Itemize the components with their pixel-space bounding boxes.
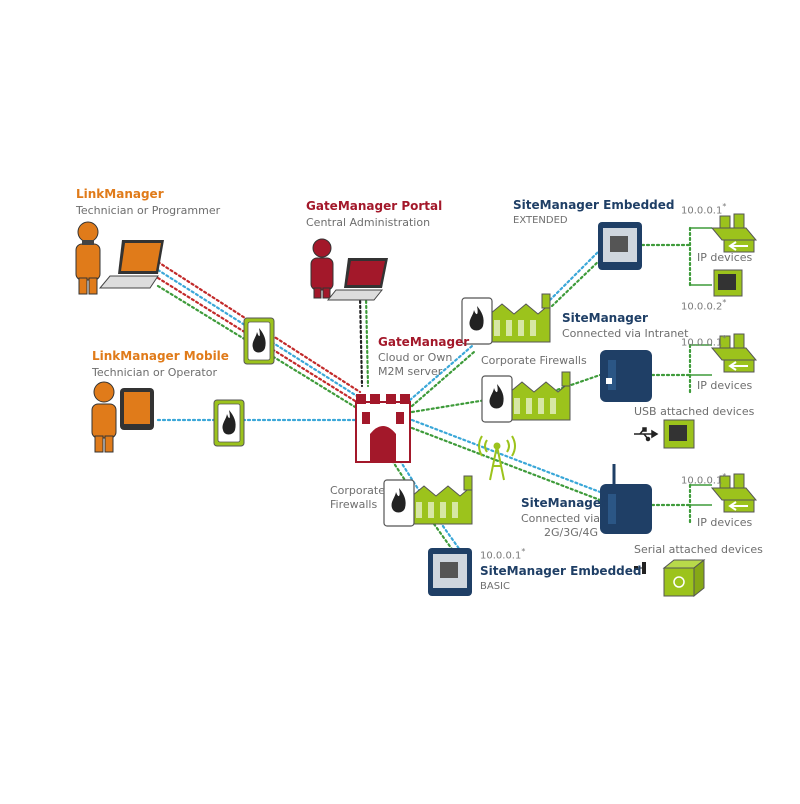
sitemanager-cellular-title: SiteManager: [521, 496, 607, 510]
sitemanager-embedded-basic-subtitle: BASIC: [480, 581, 510, 592]
ip-address-4-value: 10.0.0.1: [681, 475, 723, 487]
ip-address-5-asterisk: *: [521, 547, 526, 556]
usb-devices-label: USB attached devices: [634, 405, 755, 418]
link-gm-factory-mid-green: [410, 398, 488, 414]
serial-devices-label: Serial attached devices: [634, 543, 763, 556]
link-portal-black: [358, 294, 364, 388]
ip-address-4-asterisk: *: [722, 472, 727, 481]
ip-address-5: 10.0.0.1*: [480, 547, 525, 562]
ip-devices-label-1: IP devices: [697, 251, 753, 264]
factory-icon-top: [461, 293, 551, 345]
linkmanager-technician: [75, 221, 101, 295]
linkmanager-mobile-operator: [91, 381, 117, 453]
sitemanager-embedded-extended-title: SiteManager Embedded: [513, 198, 675, 212]
gatemanager-castle-icon: [355, 394, 411, 463]
link-factory-sme-blue: [548, 248, 602, 302]
corporate-firewalls-top-label: Corporate Firewalls: [481, 354, 587, 367]
ip-device-panel-2: [713, 269, 743, 297]
ip-address-2-value: 10.0.0.2: [681, 301, 723, 313]
link-factory-sme-green: [550, 256, 604, 308]
linkmanager-laptop-icon: [98, 240, 164, 289]
tablet-icon: [120, 388, 154, 430]
gatemanager-portal-subtitle: Central Administration: [306, 216, 431, 229]
factory-icon-middle: [481, 371, 571, 423]
usb-device-panel: [663, 419, 695, 449]
linkmanager-mobile-subtitle: Technician or Operator: [92, 366, 217, 379]
link-gm-factory-top-blue: [408, 344, 474, 402]
sitemanager-intranet-icon: [600, 350, 652, 402]
link-factory-sm-green: [546, 373, 602, 395]
ip-address-3-asterisk: *: [722, 334, 727, 343]
sitemanager-intranet-title: SiteManager: [562, 311, 648, 325]
linkmanager-title: LinkManager: [76, 187, 164, 201]
ip-address-1-asterisk: *: [722, 202, 727, 211]
gatemanager-subtitle-1: Cloud or Own: [378, 351, 453, 364]
link-gm-smmobile-green: [410, 426, 602, 502]
portal-laptop-icon: [326, 258, 388, 301]
sitemanager-cellular-icon: [600, 464, 652, 534]
corporate-firewalls-left-label-2: Firewalls: [330, 498, 378, 511]
sitemanager-embedded-extended-subtitle: EXTENDED: [513, 215, 568, 226]
sitemanager-embedded-extended-icon: [598, 222, 642, 270]
linkmanager-subtitle: Technician or Programmer: [76, 204, 221, 217]
ip-bus-connectors: [690, 227, 712, 506]
firewall-icon-mobile: [213, 399, 245, 447]
factory-icon-bottom: [383, 475, 473, 527]
sitemanager-cellular-subtitle-1: Connected via: [521, 512, 601, 525]
ip-devices-label-3: IP devices: [697, 516, 753, 529]
link-linkmanager-green: [156, 284, 362, 412]
ip-address-1: 10.0.0.1*: [681, 202, 726, 217]
corporate-firewalls-left-label-1: Corporate: [330, 484, 385, 497]
sitemanager-intranet-subtitle: Connected via Intranet: [562, 327, 689, 340]
ip-address-5-value: 10.0.0.1: [480, 550, 522, 562]
link-gm-factory-top-green: [410, 350, 476, 408]
ip-address-3-value: 10.0.0.1: [681, 337, 723, 349]
link-gm-factory-bottom-blue: [390, 446, 422, 494]
link-gm-smmobile-blue: [410, 418, 602, 494]
ip-device-machine-4: [710, 473, 758, 513]
link-factory-smebasic-green: [432, 522, 456, 554]
ip-device-machine-3: [710, 333, 758, 373]
ip-address-4: 10.0.0.1*: [681, 472, 726, 487]
serial-device-box: [662, 558, 706, 598]
ip-device-machine-1: [710, 213, 758, 253]
link-portal-green: [364, 294, 370, 388]
linkmanager-mobile-title: LinkManager Mobile: [92, 349, 229, 363]
link-factory-smebasic-blue: [438, 520, 462, 552]
connection-lines: [156, 226, 692, 554]
ip-address-1-value: 10.0.0.1: [681, 205, 723, 217]
gatemanager-portal-admin: [310, 238, 334, 299]
gatemanager-subtitle-2: M2M server: [378, 365, 443, 378]
firewall-icon-linkmanager: [243, 317, 275, 365]
sitemanager-embedded-basic-icon: [428, 548, 472, 596]
serial-icon: [634, 562, 646, 574]
gatemanager-portal-title: GateManager Portal: [306, 199, 443, 213]
ip-address-2-asterisk: *: [722, 298, 727, 307]
usb-icon: [634, 427, 659, 442]
ip-address-3: 10.0.0.1*: [681, 334, 726, 349]
sitemanager-embedded-basic-title: SiteManager Embedded: [480, 564, 642, 578]
sitemanager-cellular-subtitle-2: 2G/3G/4G: [544, 526, 598, 539]
ip-devices-label-2: IP devices: [697, 379, 753, 392]
cell-tower-icon: [478, 435, 516, 481]
gatemanager-title: GateManager: [378, 335, 470, 349]
ip-address-2: 10.0.0.2*: [681, 298, 726, 313]
